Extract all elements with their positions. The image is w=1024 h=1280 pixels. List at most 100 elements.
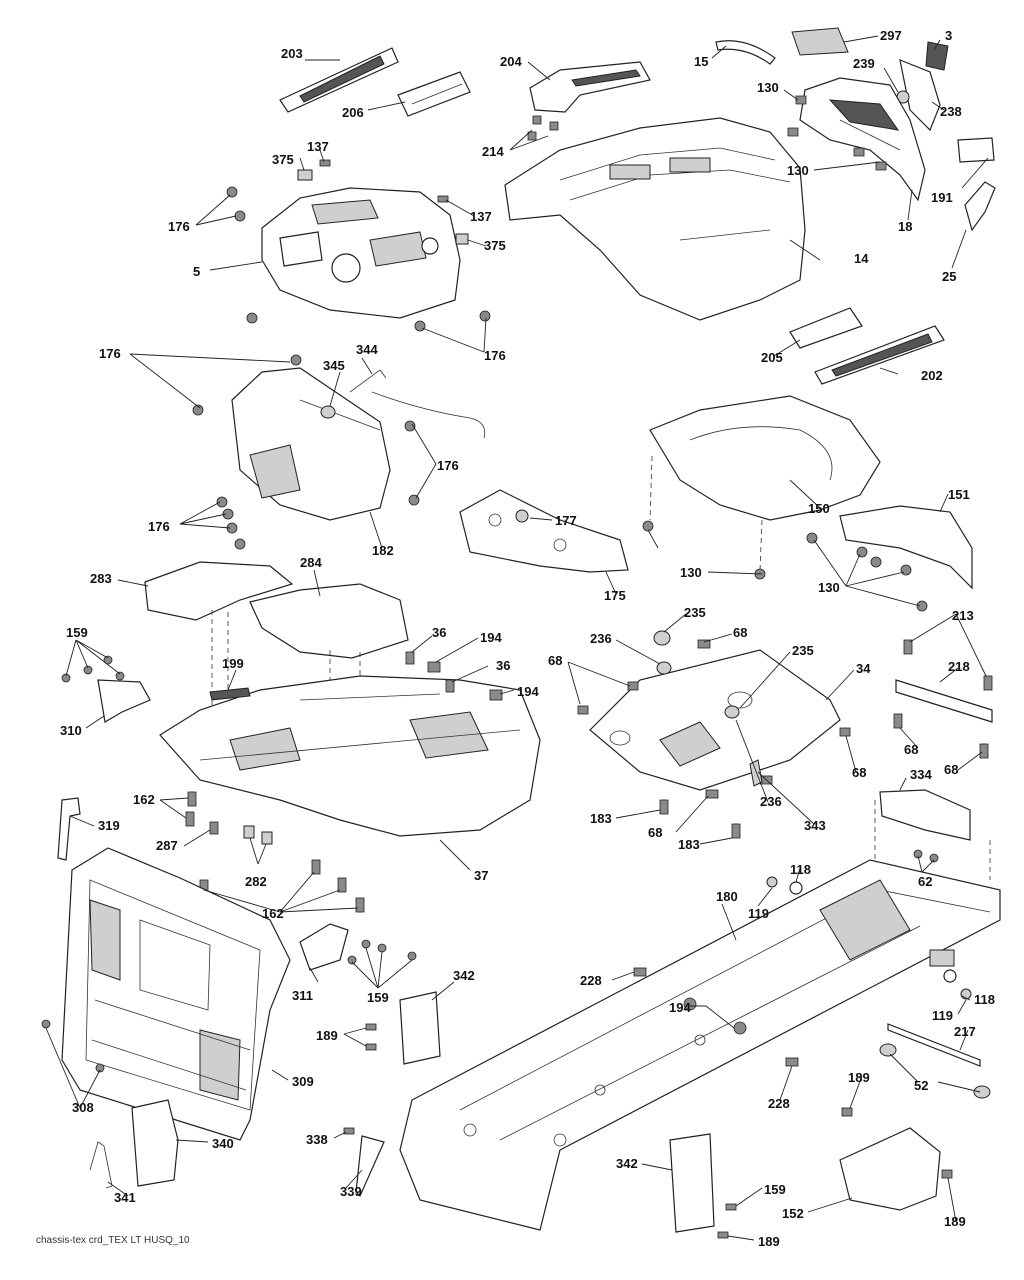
part-191-bumper — [957, 137, 995, 163]
label-36-a: 36 — [432, 625, 446, 640]
part-159-bolts-a — [61, 655, 125, 683]
label-202: 202 — [921, 368, 943, 383]
part-175-bracket — [459, 489, 629, 573]
part-183-bolts — [659, 799, 741, 839]
label-52: 52 — [914, 1078, 928, 1093]
part-15-strip — [715, 40, 776, 65]
part-5-dash-panel — [261, 187, 461, 319]
label-5: 5 — [193, 264, 200, 279]
label-375-a: 375 — [272, 152, 294, 167]
label-68-f: 68 — [648, 825, 662, 840]
part-334-bracket — [879, 789, 971, 841]
part-213-68-bolts-bar — [893, 639, 993, 759]
label-182: 182 — [372, 543, 394, 558]
part-194-nuts — [683, 997, 747, 1035]
part-3-emblem — [925, 41, 949, 71]
part-199-clip — [209, 687, 251, 701]
label-119-b: 119 — [932, 1008, 953, 1023]
label-194-c: 194 — [669, 1000, 691, 1015]
part-176-fastener-e — [408, 494, 420, 506]
label-68-d: 68 — [944, 762, 958, 777]
label-189-d: 189 — [758, 1234, 780, 1249]
part-151-bracket — [839, 505, 973, 590]
label-199: 199 — [222, 656, 244, 671]
label-194-b: 194 — [517, 684, 539, 699]
label-217: 217 — [954, 1024, 976, 1039]
part-34-plate — [589, 649, 841, 791]
label-36-b: 36 — [496, 658, 510, 673]
part-283-cover — [144, 561, 294, 621]
label-189-a: 189 — [316, 1028, 338, 1043]
part-202-strip — [814, 325, 945, 385]
label-130-c: 130 — [680, 565, 702, 580]
label-151: 151 — [948, 487, 970, 502]
label-297: 297 — [880, 28, 902, 43]
part-238-side-panel — [899, 59, 941, 132]
part-342-plate-b — [669, 1133, 715, 1233]
label-130-d: 130 — [818, 580, 840, 595]
part-203-vent-strip — [279, 47, 399, 113]
label-180: 180 — [716, 889, 738, 904]
part-338-339-pin-lever — [343, 1127, 385, 1198]
label-235-a: 235 — [684, 605, 706, 620]
part-14-hood — [504, 117, 806, 321]
part-282-clips — [243, 825, 273, 845]
part-342-plate-a — [399, 991, 441, 1065]
part-176-fastener-b — [192, 404, 204, 416]
part-217-rod — [887, 1023, 981, 1067]
label-287: 287 — [156, 838, 178, 853]
label-206: 206 — [342, 105, 364, 120]
label-176-e: 176 — [148, 519, 170, 534]
label-68-e: 68 — [852, 765, 866, 780]
label-175: 175 — [604, 588, 626, 603]
label-68-c: 68 — [904, 742, 918, 757]
part-18-grille — [799, 77, 926, 202]
part-308-screws — [41, 1019, 105, 1073]
label-309: 309 — [292, 1074, 314, 1089]
part-152-bracket — [839, 1127, 941, 1211]
label-130-b: 130 — [787, 163, 809, 178]
part-118-119-washers — [766, 876, 972, 1000]
label-159-b: 159 — [367, 990, 389, 1005]
label-375-b: 375 — [484, 238, 506, 253]
label-338: 338 — [306, 1132, 328, 1147]
label-339: 339 — [340, 1184, 362, 1199]
part-176-fastener-c — [290, 354, 302, 366]
label-343: 343 — [804, 818, 826, 833]
label-62: 62 — [918, 874, 932, 889]
label-189-b: 189 — [848, 1070, 870, 1085]
label-342-b: 342 — [616, 1156, 638, 1171]
part-319-strap — [57, 797, 81, 861]
label-176-c: 176 — [99, 346, 121, 361]
part-180-main-frame — [399, 859, 1001, 1231]
label-152: 152 — [782, 1206, 804, 1221]
part-176-fasteners-f — [216, 496, 246, 550]
label-183-b: 183 — [678, 837, 700, 852]
label-130-a: 130 — [757, 80, 779, 95]
label-14: 14 — [854, 251, 869, 266]
part-130-screws-shroud — [642, 520, 766, 580]
part-309-grille-frame — [61, 847, 291, 1141]
part-177-grommet — [515, 509, 529, 523]
label-189-c: 189 — [944, 1214, 966, 1229]
part-176-fastener-d — [404, 420, 416, 432]
part-150-shroud — [649, 395, 881, 571]
part-62-bolts — [913, 849, 939, 863]
label-236-b: 236 — [760, 794, 782, 809]
part-37-platform — [159, 675, 541, 837]
part-340-plate — [131, 1099, 179, 1187]
label-311: 311 — [292, 988, 313, 1003]
label-238: 238 — [940, 104, 962, 119]
dash-guides-covers — [211, 610, 361, 770]
label-18: 18 — [898, 219, 912, 234]
label-162-a: 162 — [133, 792, 155, 807]
label-191: 191 — [931, 190, 953, 205]
part-206-cover — [397, 71, 471, 117]
label-239: 239 — [853, 56, 875, 71]
part-341-spring — [89, 1141, 113, 1189]
part-36-194-hardware — [405, 651, 503, 701]
label-342-a: 342 — [453, 968, 475, 983]
label-176-a: 176 — [168, 219, 190, 234]
part-137-b — [437, 195, 449, 203]
label-228-a: 228 — [580, 973, 602, 988]
